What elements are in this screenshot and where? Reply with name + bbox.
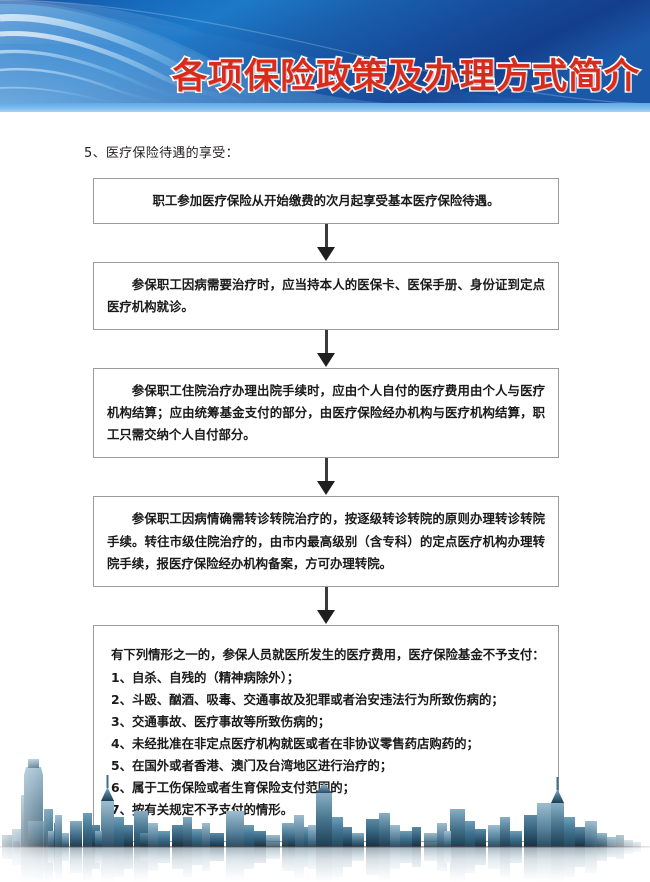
- flow-arrow-3: [93, 458, 559, 496]
- list-item: 6、属于工伤保险或者生育保险支付范围的；: [111, 780, 356, 796]
- banner-wave-graphic: [0, 0, 650, 110]
- list-item: 4、未经批准在非定点医疗机构就医或者在非协议零售药店购药的；: [111, 736, 479, 752]
- section-heading: 5、医疗保险待遇的享受：: [84, 146, 239, 161]
- list-item: 1、自杀、自残的（精神病除外）；: [111, 669, 300, 685]
- list-item: 7、按有关规定不予支付的情形。: [111, 802, 294, 818]
- flowchart: 职工参加医疗保险从开始缴费的次月起享受基本医疗保险待遇。 参保职工因病需要治疗时…: [93, 178, 559, 843]
- list-item: 3、交通事故、医疗事故等所致伤病的；: [111, 713, 331, 729]
- arrow-head-icon: [317, 609, 335, 624]
- arrow-shaft: [324, 586, 328, 612]
- flow-box-1-text: 职工参加医疗保险从开始缴费的次月起享受基本医疗保险待遇。: [152, 193, 500, 208]
- list-item: 5、在国外或者香港、澳门及台湾地区进行治疗的；: [111, 758, 393, 774]
- list-item: 2、斗殴、酗酒、吸毒、交通事故及犯罪或者治安违法行为所致伤病的；: [111, 691, 504, 707]
- flow-arrow-2: [93, 330, 559, 368]
- city-skyline-graphic: [0, 737, 650, 882]
- exclusion-list: 1、自杀、自残的（精神病除外）； 2、斗殴、酗酒、吸毒、交通事故及犯罪或者治安违…: [111, 667, 545, 822]
- banner-bottom-strip: [0, 103, 650, 112]
- flow-box-2-text: 参保职工因病需要治疗时，应当持本人的医保卡、医保手册、身份证到定点医疗机构就诊。: [107, 277, 545, 315]
- arrow-head-icon: [317, 247, 335, 262]
- skyline-svg: [0, 737, 650, 882]
- arrow-shaft: [324, 330, 328, 356]
- skyline-buildings: [2, 759, 641, 847]
- flow-box-3-text: 参保职工住院治疗办理出院手续时，应由个人自付的医疗费用由个人与医疗机构结算；应由…: [107, 383, 545, 443]
- flow-box-3: 参保职工住院治疗办理出院手续时，应由个人自付的医疗费用由个人与医疗机构结算；应由…: [93, 368, 559, 459]
- exclusion-lead-text: 有下列情形之一的，参保人员就医所发生的医疗费用，医疗保险基金不予支付：: [111, 646, 545, 662]
- flow-box-4: 参保职工因病情确需转诊转院治疗的，按逐级转诊转院的原则办理转诊转院手续。转往市级…: [93, 496, 559, 587]
- header-banner: 各项保险政策及办理方式简介: [0, 0, 650, 110]
- flow-box-4-text: 参保职工因病情确需转诊转院治疗的，按逐级转诊转院的原则办理转诊转院手续。转往市级…: [107, 511, 545, 571]
- arrow-head-icon: [317, 353, 335, 368]
- flow-arrow-4: [93, 586, 559, 625]
- arrow-head-icon: [317, 481, 335, 496]
- arrow-shaft: [324, 458, 328, 484]
- flow-box-1: 职工参加医疗保险从开始缴费的次月起享受基本医疗保险待遇。: [93, 178, 559, 225]
- flow-box-2: 参保职工因病需要治疗时，应当持本人的医保卡、医保手册、身份证到定点医疗机构就诊。: [93, 262, 559, 331]
- flow-arrow-1: [93, 224, 559, 262]
- arrow-shaft: [324, 224, 328, 250]
- page-title: 各项保险政策及办理方式简介: [170, 55, 641, 98]
